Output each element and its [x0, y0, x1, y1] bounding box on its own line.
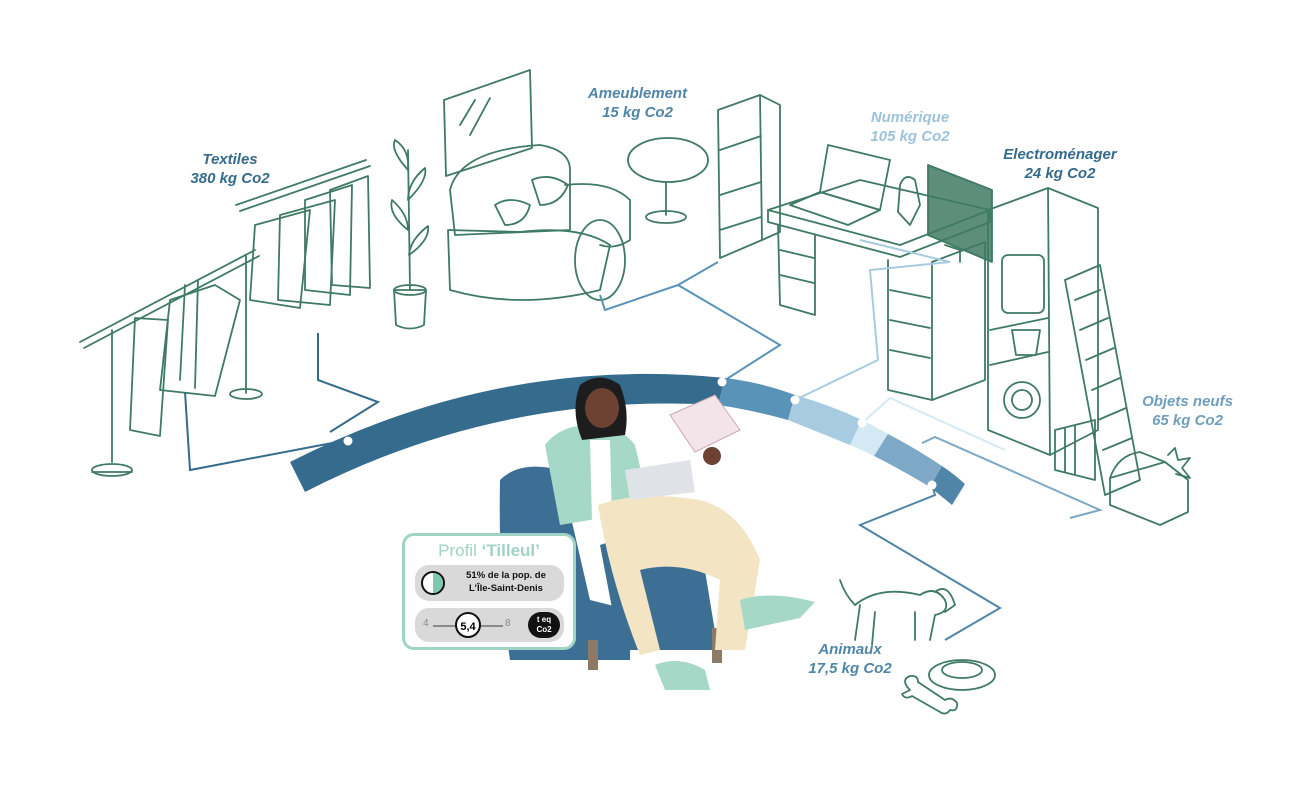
connector-numerique — [794, 239, 951, 401]
plant-icon — [390, 139, 430, 330]
arc-segment-electromenager — [850, 420, 888, 456]
connector-objets — [917, 435, 1104, 519]
footprint-scale-pill: 4 8 5,4 t eq Co2 — [415, 608, 564, 642]
population-text: 51% de la pop. de L’Île-Saint-Denis — [450, 569, 562, 595]
sofa-icon — [447, 144, 631, 301]
scale-min: 4 — [423, 618, 429, 629]
robot-icon — [897, 176, 921, 226]
category-value: 15 kg Co2 — [602, 104, 673, 121]
category-value: 24 kg Co2 — [1024, 165, 1096, 182]
piano-icon — [1064, 264, 1141, 496]
connector-animaux — [857, 484, 1002, 641]
category-name: Animaux — [818, 641, 882, 658]
population-pill: 51% de la pop. de L’Île-Saint-Denis — [415, 565, 564, 601]
monitor-icon — [927, 164, 993, 263]
category-name: Objets neufs — [1142, 393, 1233, 410]
category-name: Numérique — [870, 109, 950, 126]
category-name: Electroménager — [1003, 146, 1117, 163]
category-name: Ameublement — [587, 85, 688, 102]
profile-prefix: Profil — [438, 541, 477, 560]
dog-icon — [839, 579, 956, 646]
connector-ameublement — [599, 261, 782, 383]
category-label-textiles: Textiles 380 kg Co2 — [175, 150, 285, 188]
category-label-ameublement: Ameublement 15 kg Co2 — [575, 84, 700, 122]
category-label-animaux: Animaux 17,5 kg Co2 — [795, 640, 905, 678]
connector-textiles-2 — [317, 333, 381, 433]
scale-max: 8 — [505, 618, 511, 629]
population-share-icon — [421, 571, 445, 595]
badge-line1: t eq — [536, 615, 552, 624]
clothes-rack-icon — [79, 159, 371, 477]
connector-textiles — [184, 391, 349, 472]
category-label-electromenager: Electroménager 24 kg Co2 — [990, 145, 1130, 183]
category-value: 105 kg Co2 — [870, 128, 950, 145]
arc-segment-numerique — [788, 395, 862, 445]
scale-value: 5,4 — [455, 612, 481, 638]
category-value: 380 kg Co2 — [190, 170, 270, 187]
shelf-icon — [717, 94, 781, 259]
treasure-chest-icon — [1109, 447, 1191, 526]
category-label-numerique: Numérique 105 kg Co2 — [855, 108, 965, 146]
arc-segment-objets — [874, 434, 942, 487]
category-value: 17,5 kg Co2 — [808, 660, 892, 677]
population-line1: 51% de la pop. de — [466, 570, 546, 581]
population-line2: L’Île-Saint-Denis — [469, 583, 543, 594]
category-name: Textiles — [202, 151, 258, 168]
profile-title: Profil ‘Tilleul’ — [405, 541, 573, 561]
profile-card: Profil ‘Tilleul’ 51% de la pop. de L’Île… — [402, 533, 576, 650]
appliance-tower-icon — [987, 187, 1099, 456]
teq-co2-badge: t eq Co2 — [528, 612, 560, 638]
profile-name: ‘Tilleul’ — [481, 541, 540, 560]
category-value: 65 kg Co2 — [1152, 412, 1223, 429]
bowl-icon — [928, 659, 996, 691]
books-icon — [1054, 419, 1096, 481]
laptop-icon — [789, 144, 891, 226]
category-label-objets: Objets neufs 65 kg Co2 — [1130, 392, 1245, 430]
mirror-icon — [443, 69, 533, 177]
connector-electromenager — [861, 396, 1006, 451]
badge-line2: Co2 — [536, 625, 552, 634]
arc-segment-ameublement — [718, 378, 795, 420]
bone-icon — [901, 674, 959, 715]
table-icon — [627, 137, 709, 224]
arc-segment-animaux — [930, 466, 965, 505]
